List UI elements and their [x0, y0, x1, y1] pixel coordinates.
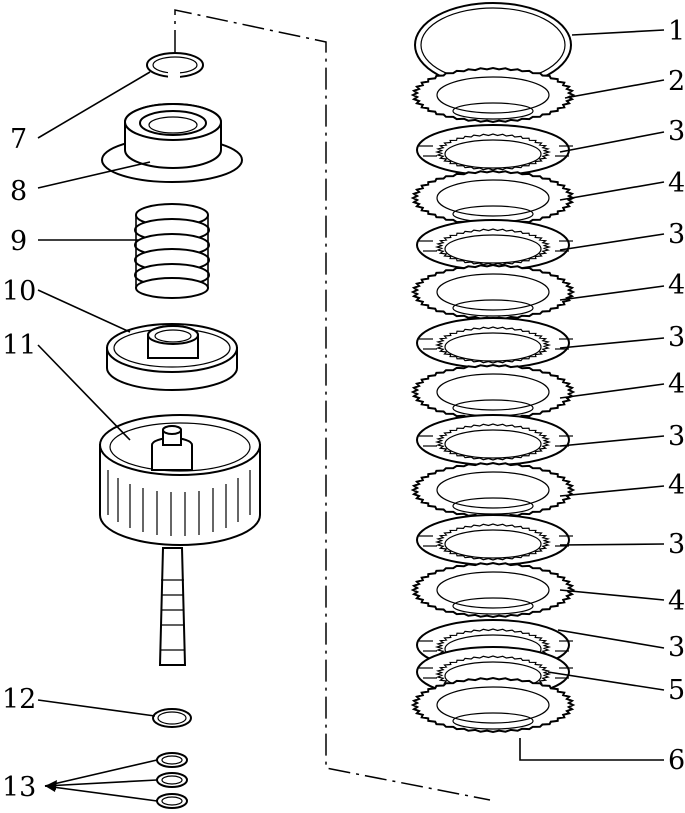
backing-plate-6-spline: [452, 712, 534, 730]
seal-rings-13: [156, 752, 188, 809]
drum-spline-lines: [107, 470, 251, 536]
callout-3: 3: [668, 632, 685, 663]
steel-plate-4: [410, 263, 576, 321]
backing-plate-6: [410, 676, 576, 734]
callout-10: 10: [2, 276, 36, 307]
callout-4: 4: [668, 168, 685, 199]
callout-4: 4: [668, 369, 685, 400]
assembly-centerline: [174, 9, 491, 801]
steel-plate-4-bore: [436, 273, 550, 311]
friction-disc-3-inner-teeth: [434, 228, 552, 266]
pressure-plate-2-spline: [452, 102, 534, 120]
pressure-plate-2-bore: [436, 76, 550, 114]
callout-3: 3: [668, 322, 685, 353]
clutch-drum-11: [99, 414, 261, 666]
steel-plate-4: [410, 363, 576, 421]
steel-plate-4-bore: [436, 373, 550, 411]
callout-3: 3: [668, 421, 685, 452]
friction-disc-3-inner-teeth: [434, 523, 552, 561]
steel-plate-4: [410, 561, 576, 619]
callout-7: 7: [10, 124, 27, 155]
friction-disc-3-inner-teeth: [434, 326, 552, 364]
callout-8: 8: [10, 176, 27, 207]
friction-disc-3-inner: [444, 332, 542, 362]
pressure-plate-2: [410, 66, 576, 124]
callout-13: 13: [2, 772, 36, 803]
callout-3: 3: [668, 219, 685, 250]
piston-10: [106, 323, 238, 391]
friction-disc-3-inner: [444, 529, 542, 559]
leader-lines: [37, 29, 665, 802]
seal-ring-12: [152, 708, 192, 728]
seal-cover-8: [101, 103, 243, 183]
friction-disc-3-inner: [444, 139, 542, 169]
steel-plate-4-spline: [452, 597, 534, 615]
friction-disc-3-inner: [444, 429, 542, 459]
callout-12: 12: [2, 684, 36, 715]
clutch-plate-stack: [410, 2, 576, 734]
callout-4: 4: [668, 586, 685, 617]
callout-4: 4: [668, 270, 685, 301]
friction-disc-3-inner-teeth: [434, 423, 552, 461]
backing-plate-6-bore: [436, 686, 550, 724]
callout-11: 11: [2, 330, 36, 361]
callout-3: 3: [668, 116, 685, 147]
steel-plate-4-bore: [436, 571, 550, 609]
callout-3: 3: [668, 529, 685, 560]
callout-5: 5: [668, 675, 685, 706]
callout-6: 6: [668, 745, 685, 776]
callout-4: 4: [668, 470, 685, 501]
snap-ring-7: [146, 52, 204, 79]
steel-plate-4: [410, 169, 576, 227]
return-spring-9: [134, 203, 210, 299]
steel-plate-4-bore: [436, 471, 550, 509]
steel-plate-4-spline: [452, 299, 534, 317]
callout-2: 2: [668, 66, 685, 97]
friction-disc-3-inner-teeth: [434, 133, 552, 171]
steel-plate-4: [410, 461, 576, 519]
friction-disc-3-inner: [444, 234, 542, 264]
callout-1: 1: [668, 16, 685, 47]
steel-plate-4-bore: [436, 179, 550, 217]
callout-labels: 1 2 3 4 3 4 3 4 3 4 3 4 3 5 6 7 8 9 10 1…: [2, 16, 685, 803]
callout-9: 9: [10, 226, 27, 257]
